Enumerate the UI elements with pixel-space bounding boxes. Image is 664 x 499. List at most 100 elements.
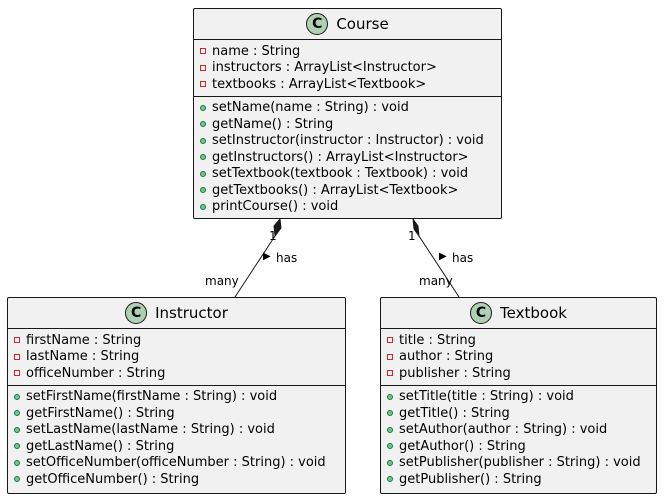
public-visibility-icon (200, 154, 206, 161)
public-visibility-icon (200, 137, 206, 144)
method-row: setAuthor(author : String) : void (387, 422, 656, 439)
class-header: C Course (194, 9, 501, 40)
method-row: getPublisher() : String (387, 471, 656, 488)
private-visibility-icon (387, 337, 393, 344)
method-row: getName() : String (200, 116, 501, 133)
public-visibility-icon (14, 459, 20, 466)
public-visibility-icon (14, 410, 20, 417)
field-text: name : String (212, 43, 301, 59)
field-text: lastName : String (26, 349, 140, 365)
method-text: setOfficeNumber(officeNumber : String) :… (26, 455, 326, 471)
class-header: C Instructor (8, 298, 345, 329)
method-text: setLastName(lastName : String) : void (26, 422, 275, 438)
method-text: setPublisher(publisher : String) : void (399, 455, 641, 471)
field-row: firstName : String (14, 332, 345, 349)
private-visibility-icon (387, 353, 393, 360)
relation-label: has (276, 251, 298, 265)
method-row: getTextbooks() : ArrayList<Textbook> (200, 182, 501, 199)
field-text: author : String (399, 349, 494, 365)
public-visibility-icon (14, 476, 20, 483)
field-row: title : String (387, 332, 656, 349)
method-row: setOfficeNumber(officeNumber : String) :… (14, 455, 345, 472)
method-text: printCourse() : void (212, 199, 339, 215)
public-visibility-icon (387, 476, 393, 483)
method-row: setTitle(title : String) : void (387, 389, 656, 406)
field-row: name : String (200, 43, 501, 60)
public-visibility-icon (14, 426, 20, 433)
field-text: publisher : String (399, 365, 511, 381)
private-visibility-icon (14, 353, 20, 360)
private-visibility-icon (200, 81, 206, 88)
public-visibility-icon (200, 203, 206, 210)
public-visibility-icon (200, 170, 206, 177)
direction-arrow-icon: ▶ (263, 251, 271, 262)
private-visibility-icon (14, 370, 20, 377)
public-visibility-icon (200, 121, 206, 128)
method-row: printCourse() : void (200, 199, 501, 216)
class-name: Instructor (155, 304, 228, 322)
method-text: getFirstName() : String (26, 405, 175, 421)
target-multiplicity: many (205, 274, 239, 288)
target-multiplicity: many (419, 274, 453, 288)
method-text: setFirstName(firstName : String) : void (26, 389, 278, 405)
field-text: officeNumber : String (26, 365, 166, 381)
field-row: officeNumber : String (14, 365, 345, 382)
relation-line (234, 235, 276, 298)
class-name: Textbook (500, 304, 567, 322)
field-text: textbooks : ArrayList<Textbook> (212, 76, 427, 92)
method-row: setTextbook(textbook : Textbook) : void (200, 166, 501, 183)
field-row: lastName : String (14, 349, 345, 366)
method-text: getName() : String (212, 116, 334, 132)
field-text: title : String (399, 332, 476, 348)
relation-course-textbook (412, 217, 460, 298)
method-row: setLastName(lastName : String) : void (14, 422, 345, 439)
method-text: setTitle(title : String) : void (399, 389, 574, 405)
field-text: instructors : ArrayList<Instructor> (212, 60, 437, 76)
private-visibility-icon (200, 64, 206, 71)
public-visibility-icon (200, 104, 206, 111)
class-badge-icon: C (125, 302, 148, 324)
relation-line (418, 235, 460, 298)
public-visibility-icon (14, 393, 20, 400)
method-text: getAuthor() : String (399, 438, 526, 454)
method-row: getInstructors() : ArrayList<Instructor> (200, 149, 501, 166)
public-visibility-icon (200, 187, 206, 194)
source-multiplicity: 1 (408, 229, 416, 243)
field-text: firstName : String (26, 332, 142, 348)
method-row: getTitle() : String (387, 405, 656, 422)
direction-arrow-icon: ▶ (439, 251, 447, 262)
method-text: setAuthor(author : String) : void (399, 422, 608, 438)
source-multiplicity: 1 (269, 229, 277, 243)
class-badge-icon: C (306, 13, 329, 35)
field-row: textbooks : ArrayList<Textbook> (200, 76, 501, 93)
field-row: author : String (387, 349, 656, 366)
method-text: getInstructors() : ArrayList<Instructor> (212, 149, 469, 165)
method-row: setName(name : String) : void (200, 100, 501, 117)
private-visibility-icon (200, 48, 206, 55)
relation-course-instructor (234, 217, 282, 298)
public-visibility-icon (387, 410, 393, 417)
method-text: getTextbooks() : ArrayList<Textbook> (212, 182, 459, 198)
method-text: getLastName() : String (26, 438, 175, 454)
method-text: setInstructor(instructor : Instructor) :… (212, 133, 484, 149)
public-visibility-icon (387, 443, 393, 450)
method-row: setInstructor(instructor : Instructor) :… (200, 133, 501, 150)
method-text: getTitle() : String (399, 405, 510, 421)
public-visibility-icon (387, 393, 393, 400)
method-row: setPublisher(publisher : String) : void (387, 455, 656, 472)
relation-label: has (452, 251, 474, 265)
method-row: getAuthor() : String (387, 438, 656, 455)
field-row: publisher : String (387, 365, 656, 382)
method-text: getPublisher() : String (399, 471, 542, 487)
private-visibility-icon (387, 370, 393, 377)
field-row: instructors : ArrayList<Instructor> (200, 60, 501, 77)
public-visibility-icon (387, 459, 393, 466)
